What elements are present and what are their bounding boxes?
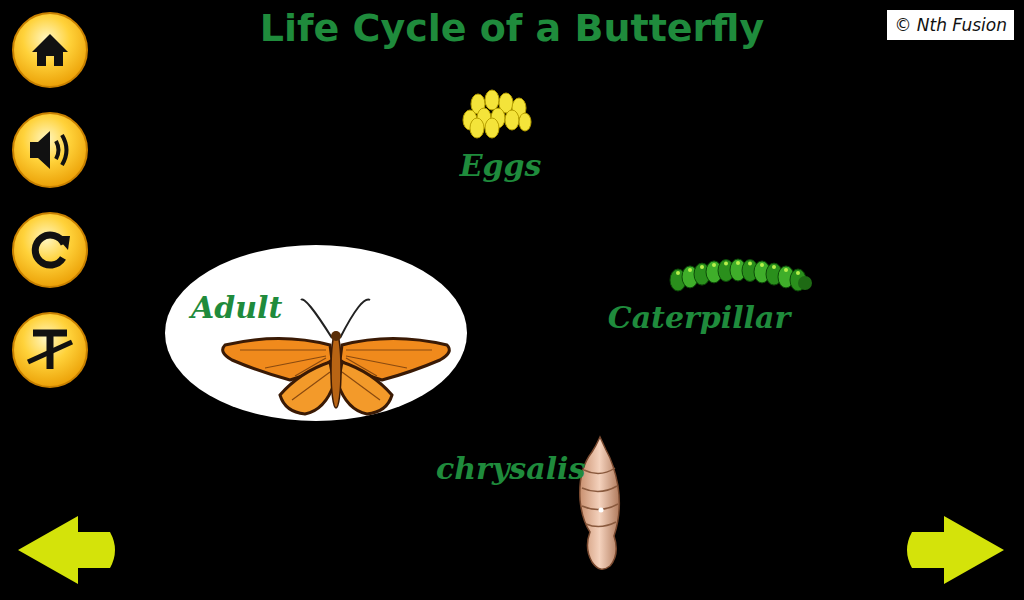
stage-label: Adult	[191, 291, 282, 324]
stage-label: Caterpillar	[608, 301, 790, 334]
next-arrow	[907, 516, 1004, 584]
eggs-picture	[463, 90, 531, 138]
sound-button	[13, 113, 87, 187]
chrysalis-stage: chrysalis	[432, 436, 628, 576]
stage-label: chrysalis	[436, 452, 585, 485]
caterpillar-picture	[670, 259, 812, 291]
caterpillar-stage: Caterpillar	[600, 248, 798, 338]
adult-ellipse: Adult	[165, 245, 467, 421]
home-button	[13, 13, 87, 87]
eggs-stage: Eggs	[452, 88, 549, 186]
back-arrow	[18, 516, 115, 584]
text-toggle-button	[13, 313, 87, 387]
butterfly-picture	[223, 299, 450, 414]
diagram-title: Life Cycle of a Butterfly	[0, 6, 1024, 50]
chrysalis-picture	[580, 437, 620, 569]
stage-label: Eggs	[460, 149, 542, 182]
replay-button	[13, 213, 87, 287]
copyright-label: © Nth Fusion	[887, 10, 1014, 40]
